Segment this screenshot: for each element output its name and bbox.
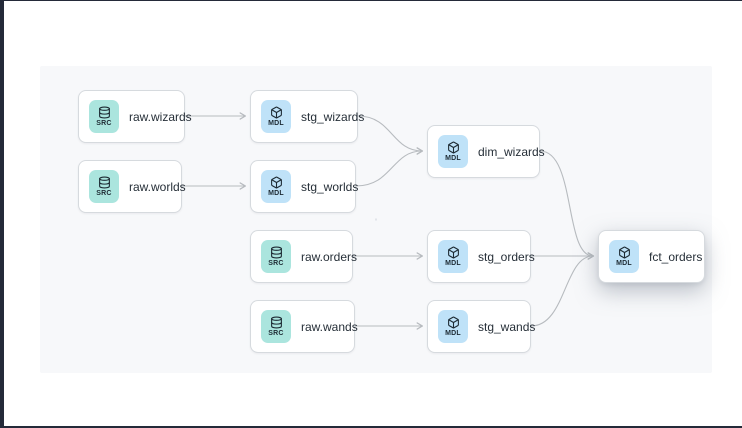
cube-icon [447, 246, 459, 259]
cube-icon [447, 316, 459, 329]
cube-icon [270, 176, 282, 189]
window-edge-top [0, 0, 742, 1]
node-label: stg_wands [478, 319, 536, 334]
badge-label: SRC [268, 260, 284, 267]
cube-icon [618, 246, 630, 259]
database-icon [98, 176, 110, 189]
node-label: stg_worlds [301, 179, 359, 194]
node-badge-mdl: MDL [261, 170, 291, 203]
database-icon [98, 106, 110, 119]
node-badge-mdl: MDL [261, 100, 291, 133]
graph-node-fct_orders[interactable]: MDL fct_orders [598, 230, 705, 283]
node-badge-mdl: MDL [438, 310, 468, 343]
node-label: stg_wizards [301, 109, 365, 124]
badge-label: SRC [268, 330, 284, 337]
badge-label: MDL [268, 190, 284, 197]
node-label: raw.orders [301, 249, 358, 264]
graph-node-stg_orders[interactable]: MDL stg_orders [427, 230, 535, 283]
badge-label: MDL [445, 260, 461, 267]
graph-node-stg_worlds[interactable]: MDL stg_worlds [250, 160, 359, 213]
badge-label: SRC [96, 120, 112, 127]
graph-node-raw.wands[interactable]: SRC raw.wands [250, 300, 358, 353]
node-badge-mdl: MDL [438, 240, 468, 273]
database-icon [270, 316, 282, 329]
window-edge-bottom [0, 426, 742, 428]
badge-label: MDL [616, 260, 632, 267]
database-icon [270, 246, 282, 259]
badge-label: MDL [268, 120, 284, 127]
node-badge-mdl: MDL [438, 135, 468, 168]
badge-label: SRC [96, 190, 112, 197]
graph-node-stg_wands[interactable]: MDL stg_wands [427, 300, 535, 353]
node-badge-src: SRC [261, 240, 291, 273]
badge-label: MDL [445, 330, 461, 337]
node-label: raw.wizards [129, 109, 192, 124]
node-label: stg_orders [478, 249, 535, 264]
graph-node-dim_wizards[interactable]: MDL dim_wizards [427, 125, 545, 178]
node-badge-src: SRC [89, 100, 119, 133]
node-label: raw.wands [301, 319, 358, 334]
graph-node-raw.orders[interactable]: SRC raw.orders [250, 230, 357, 283]
node-badge-mdl: MDL [609, 240, 639, 273]
cube-icon [447, 141, 459, 154]
node-label: dim_wizards [478, 144, 545, 159]
cube-icon [270, 106, 282, 119]
node-badge-src: SRC [261, 310, 291, 343]
node-badge-src: SRC [89, 170, 119, 203]
badge-label: MDL [445, 155, 461, 162]
window-edge-left [0, 0, 4, 428]
graph-node-raw.wizards[interactable]: SRC raw.wizards [78, 90, 192, 143]
node-label: raw.worlds [129, 179, 186, 194]
graph-node-raw.worlds[interactable]: SRC raw.worlds [78, 160, 186, 213]
node-label: fct_orders [649, 249, 703, 264]
graph-node-stg_wizards[interactable]: MDL stg_wizards [250, 90, 364, 143]
